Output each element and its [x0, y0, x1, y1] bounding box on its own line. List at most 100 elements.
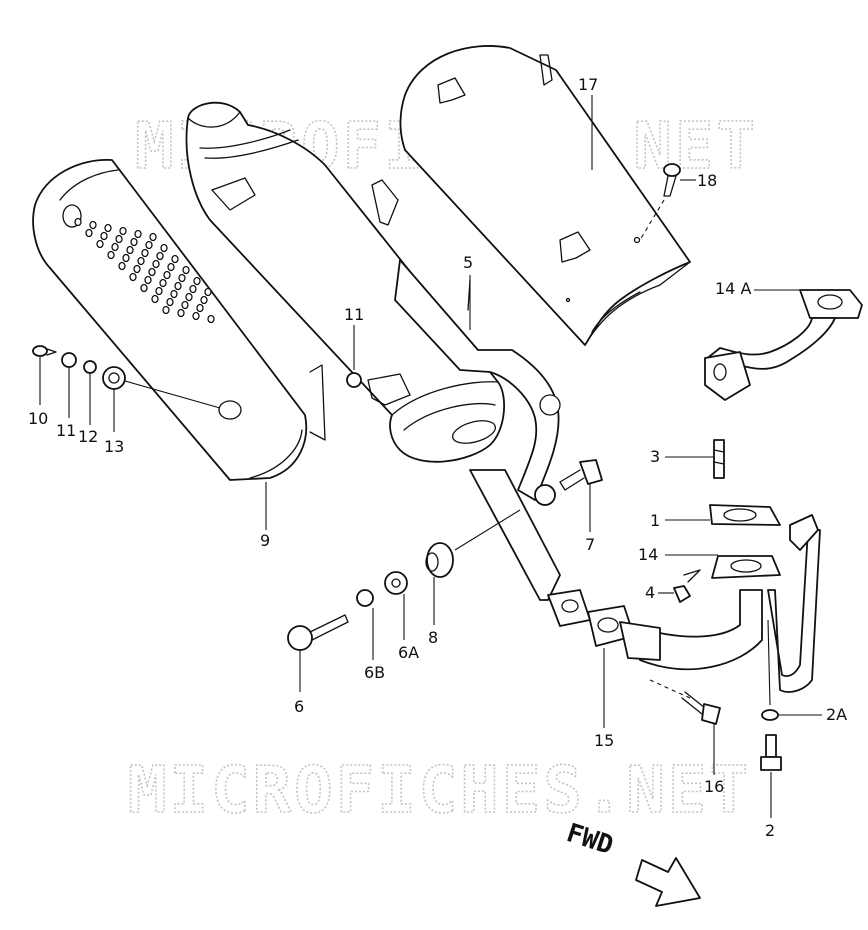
callout-13: 13 — [104, 437, 124, 456]
shield-vent-holes — [74, 217, 215, 324]
vent-hole — [85, 228, 93, 238]
vent-hole — [134, 229, 142, 239]
callout-10: 10 — [28, 409, 48, 428]
vent-hole — [167, 262, 175, 272]
callout-16: 16 — [704, 777, 724, 796]
callout-1: 1 — [650, 511, 660, 530]
part-16-bolt — [649, 679, 721, 725]
part-3-stud — [713, 439, 725, 479]
callouts: 17 18 5 14 A 11 10 11 12 13 3 1 9 7 14 4… — [28, 75, 847, 840]
part-11-washer — [61, 352, 77, 368]
vent-hole — [145, 240, 153, 250]
part-4-nut — [673, 569, 701, 603]
vent-hole — [177, 308, 185, 318]
part-14-gasket — [711, 555, 781, 579]
callout-6a: 6A — [398, 643, 419, 662]
part-7-bolt — [559, 459, 603, 491]
vent-hole — [159, 278, 167, 288]
vent-hole — [118, 261, 126, 271]
callout-11-right: 11 — [344, 305, 364, 324]
vent-hole — [152, 259, 160, 269]
vent-hole — [185, 292, 193, 302]
callout-12: 12 — [78, 427, 98, 446]
vent-hole — [137, 256, 145, 266]
part-15-exhaust-pipe — [547, 514, 821, 693]
vent-hole — [119, 226, 127, 236]
vent-hole — [129, 272, 137, 282]
vent-hole — [115, 234, 123, 244]
vent-hole — [140, 283, 148, 293]
callout-3: 3 — [650, 447, 660, 466]
vent-hole — [111, 242, 119, 252]
vent-hole — [104, 223, 112, 233]
vent-hole — [171, 254, 179, 264]
vent-hole — [74, 217, 82, 227]
vent-hole — [155, 286, 163, 296]
part-12-collar — [83, 360, 97, 374]
vent-hole — [89, 220, 97, 230]
part-6a-washer — [384, 571, 408, 595]
vent-hole — [166, 297, 174, 307]
part-9-heat-shield — [32, 159, 308, 481]
callout-6b: 6B — [364, 663, 385, 682]
vent-hole — [200, 295, 208, 305]
callout-9: 9 — [260, 531, 270, 550]
part-10-screw — [32, 345, 57, 357]
callout-17: 17 — [578, 75, 598, 94]
callout-11-left: 11 — [56, 421, 76, 440]
vent-hole — [163, 270, 171, 280]
vent-hole — [182, 265, 190, 275]
forward-arrow-icon — [635, 857, 701, 907]
vent-hole — [193, 276, 201, 286]
part-6b-washer — [356, 589, 374, 607]
vent-hole — [204, 287, 212, 297]
part-2a-washer — [761, 709, 779, 721]
part-17-muffler-cover — [399, 45, 691, 346]
vent-hole — [149, 232, 157, 242]
watermark-bottom: MICROFICHES.NET — [128, 754, 751, 828]
callout-15: 15 — [594, 731, 614, 750]
vent-hole — [156, 251, 164, 261]
vent-hole — [141, 248, 149, 258]
vent-hole — [174, 281, 182, 291]
vent-hole — [148, 267, 156, 277]
vent-hole — [151, 294, 159, 304]
leader-lines — [39, 95, 822, 818]
part-2-bolt — [760, 734, 782, 771]
callout-2: 2 — [765, 821, 775, 840]
callout-18: 18 — [697, 171, 717, 190]
vent-hole — [192, 311, 200, 321]
vent-hole — [144, 275, 152, 285]
callout-6: 6 — [294, 697, 304, 716]
part-5-muffler — [185, 101, 561, 601]
callout-5: 5 — [463, 253, 473, 272]
forward-direction: FWD — [563, 818, 701, 907]
vent-hole — [162, 305, 170, 315]
part-14a-pipe — [704, 289, 863, 401]
vent-hole — [196, 303, 204, 313]
vent-hole — [133, 264, 141, 274]
vent-hole — [122, 253, 130, 263]
part-1-gasket — [709, 504, 781, 526]
vent-hole — [160, 243, 168, 253]
vent-hole — [207, 314, 215, 324]
vent-hole — [181, 300, 189, 310]
vent-hole — [130, 237, 138, 247]
vent-hole — [126, 245, 134, 255]
vent-hole — [107, 250, 115, 260]
callout-2a: 2A — [826, 705, 847, 724]
vent-hole — [96, 239, 104, 249]
callout-8: 8 — [428, 628, 438, 647]
part-11-grommet — [309, 364, 362, 441]
part-8-cushion — [425, 509, 521, 578]
part-18-screw — [639, 163, 681, 241]
vent-hole — [189, 284, 197, 294]
callout-14: 14 — [638, 545, 658, 564]
callout-14a: 14 A — [715, 279, 751, 298]
callout-7: 7 — [585, 535, 595, 554]
vent-hole — [100, 231, 108, 241]
vent-hole — [178, 273, 186, 283]
callout-4: 4 — [645, 583, 655, 602]
part-6-bolt — [287, 614, 349, 651]
